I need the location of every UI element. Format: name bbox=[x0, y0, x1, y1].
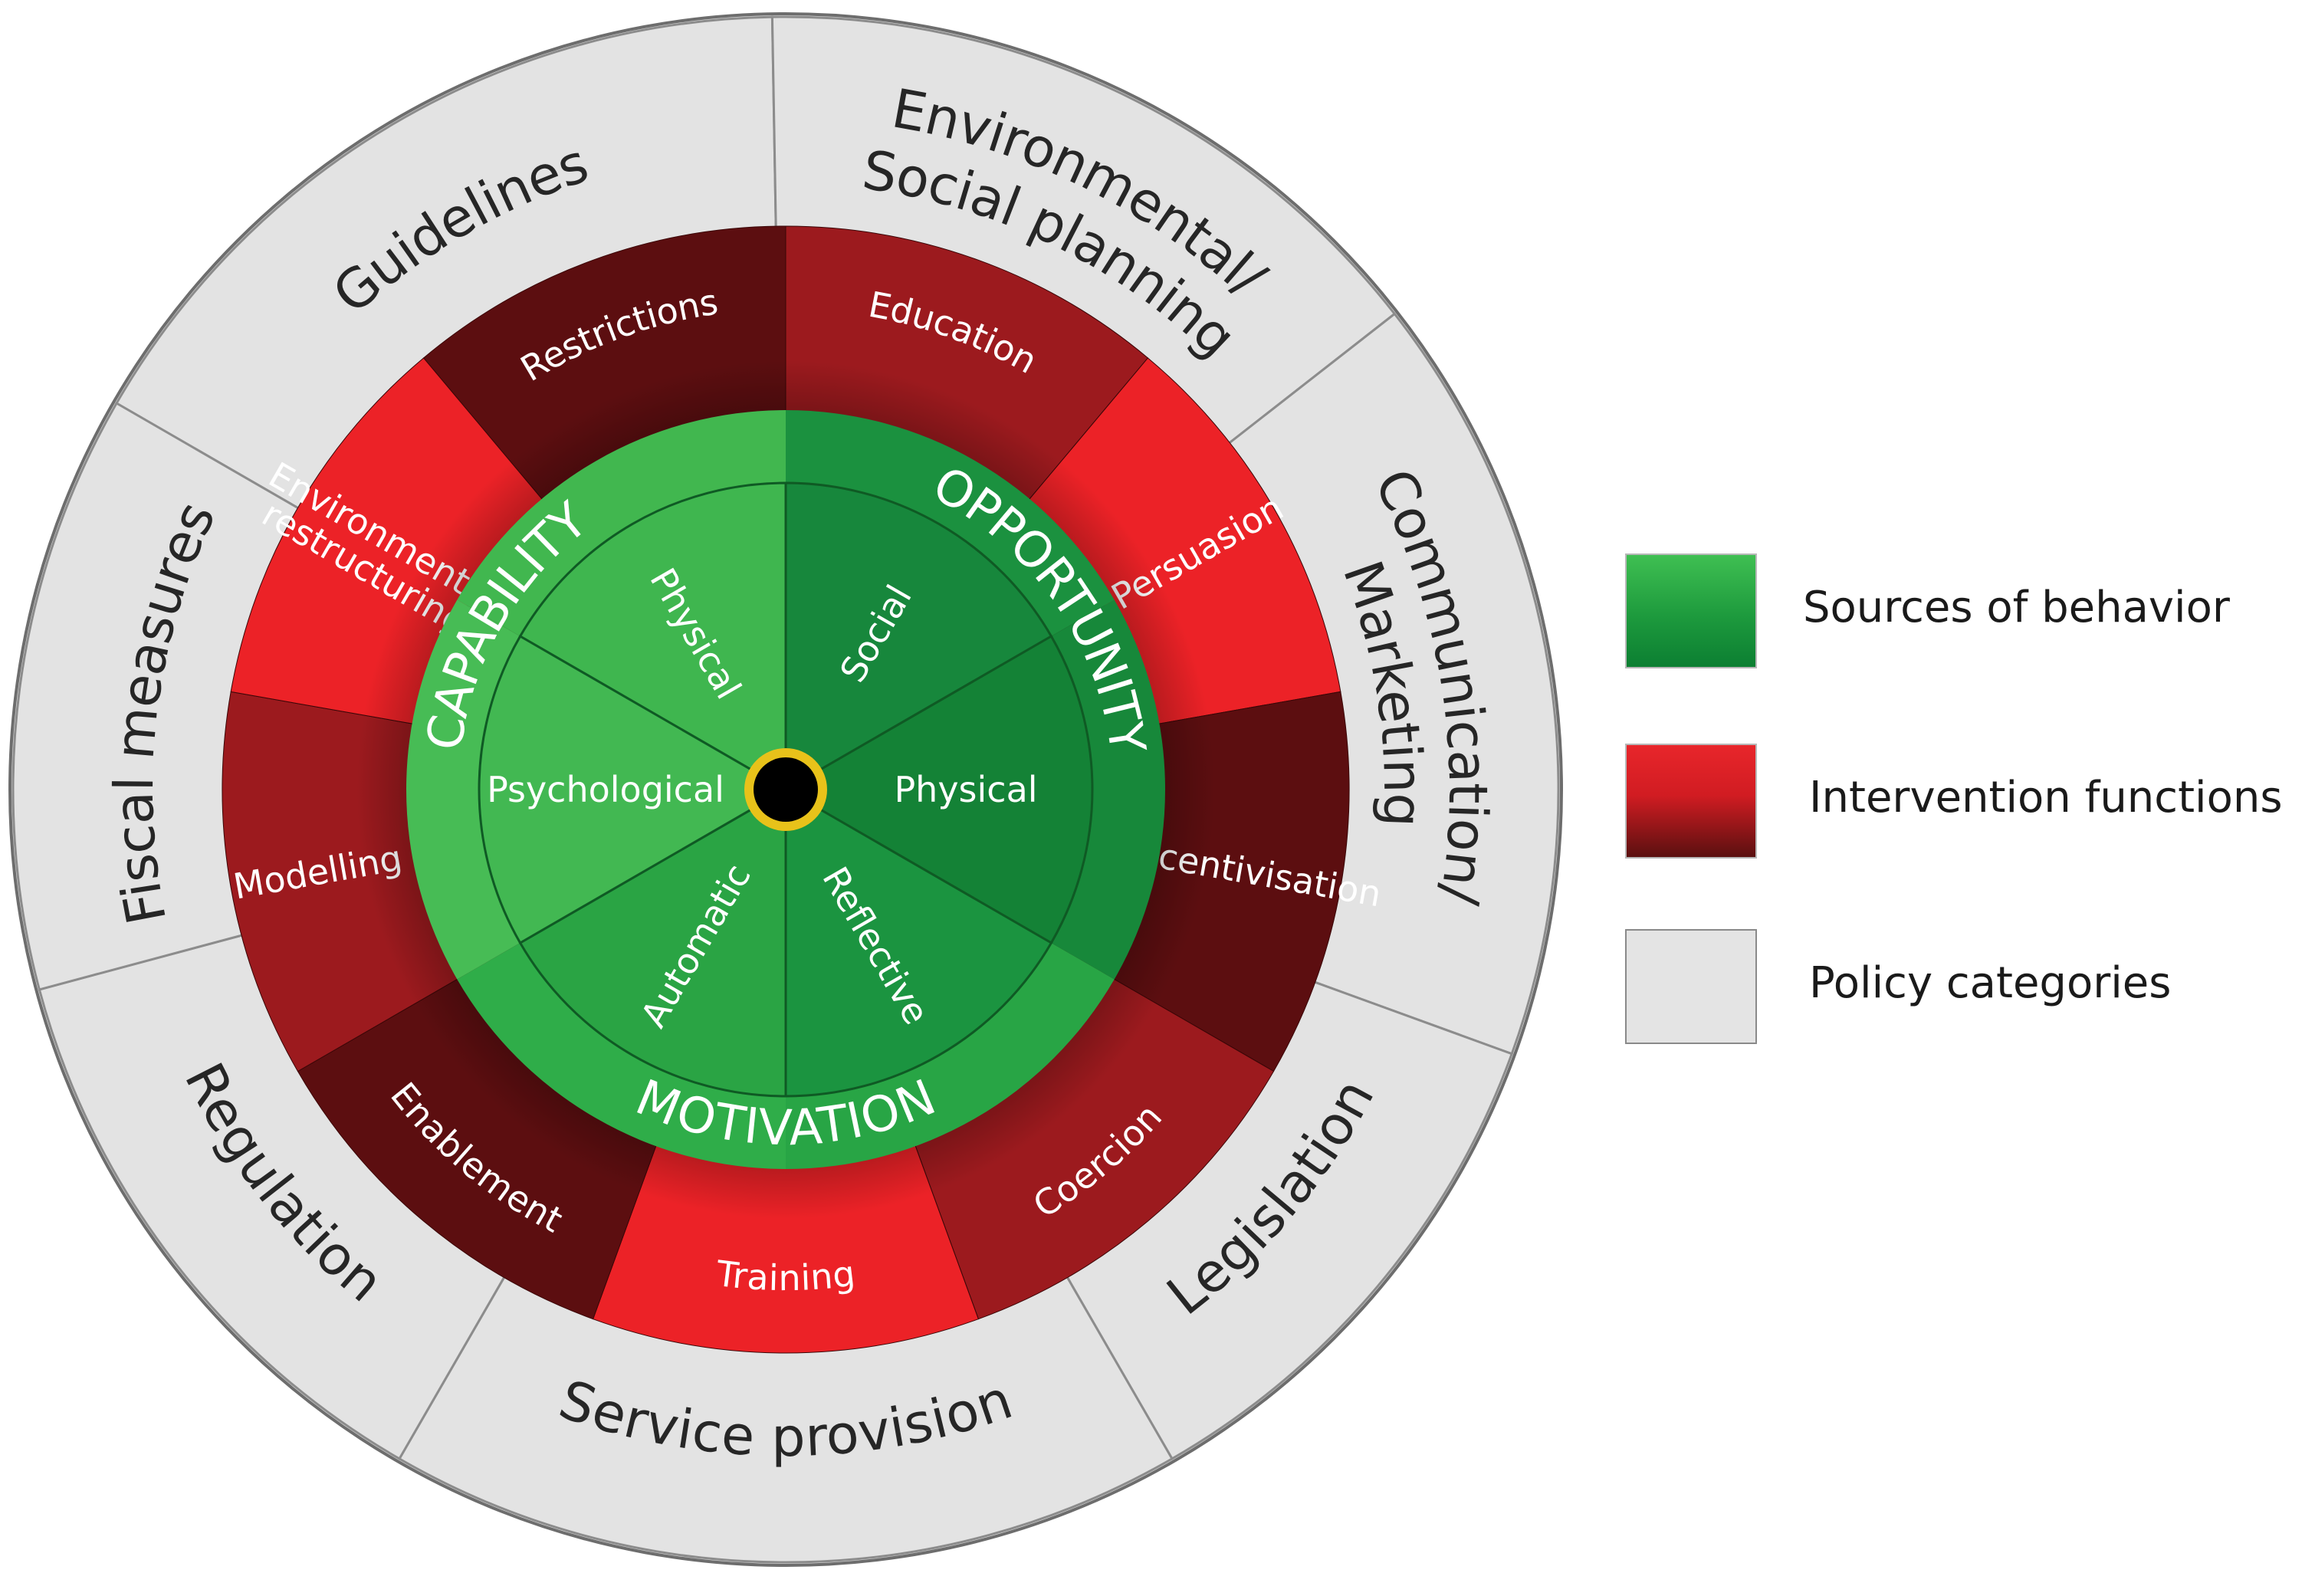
legend-label-sources: Sources of behavior bbox=[1803, 583, 2230, 632]
legend-swatch-red bbox=[1625, 744, 1757, 859]
source-segment-opportunity-social bbox=[784, 481, 1053, 792]
source-segment-opportunity-physical bbox=[783, 634, 1094, 945]
source-label-opportunity-physical: Physical bbox=[894, 769, 1037, 810]
legend-swatch-grey bbox=[1625, 929, 1757, 1044]
legend-item-interventions: Intervention functions bbox=[1625, 744, 2300, 866]
legend-label-policy: Policy categories bbox=[1809, 958, 2172, 1008]
legend-item-sources: Sources of behavior bbox=[1625, 553, 2300, 676]
center-core bbox=[754, 757, 818, 822]
source-segment-capability-psychological bbox=[478, 634, 788, 945]
legend-label-interventions: Intervention functions bbox=[1809, 773, 2283, 823]
center-dot bbox=[744, 748, 827, 831]
source-segment-motivation-reflective bbox=[784, 787, 1053, 1098]
intervention-label-training: Training bbox=[714, 1252, 858, 1298]
source-segment-motivation-automatic bbox=[518, 787, 787, 1098]
source-label-capability-psychological: Psychological bbox=[487, 769, 724, 810]
legend-swatch-green bbox=[1625, 553, 1757, 668]
source-segment-capability-physical bbox=[518, 481, 787, 792]
legend-item-policy: Policy categories bbox=[1625, 929, 2300, 1052]
